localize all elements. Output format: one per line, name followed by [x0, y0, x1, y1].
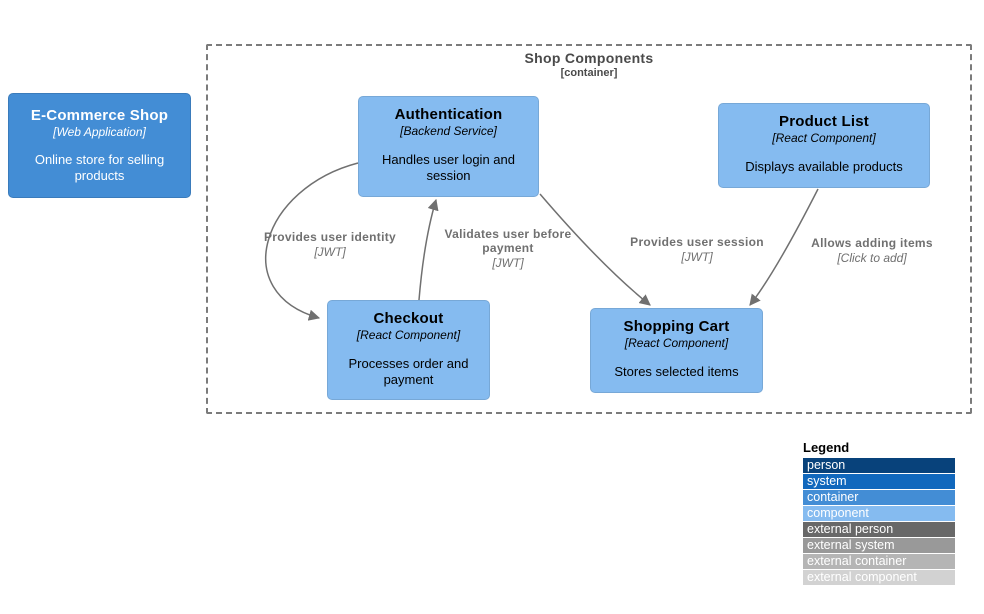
node-type: [React Component] — [624, 336, 729, 350]
legend-item-external-container: external container — [803, 554, 955, 569]
legend-item-container: container — [803, 490, 955, 505]
legend-item-external-person: external person — [803, 522, 955, 537]
legend-title: Legend — [803, 440, 850, 455]
node-title: Checkout — [373, 310, 444, 327]
node-type: [Web Application] — [53, 125, 146, 139]
node-description: Handles user login and session — [382, 152, 515, 184]
node-title: E-Commerce Shop — [30, 107, 169, 124]
legend: Legend person system container component… — [803, 440, 963, 586]
node-title: Shopping Cart — [623, 318, 730, 335]
legend-item-external-component: external component — [803, 570, 955, 585]
node-description: Displays available products — [745, 159, 903, 174]
node-checkout[interactable]: Checkout [React Component] Processes ord… — [327, 300, 490, 400]
node-title: Authentication — [394, 106, 503, 123]
node-ecommerce-shop[interactable]: E-Commerce Shop [Web Application] Online… — [8, 93, 191, 198]
node-title: Product List — [779, 113, 869, 130]
node-description: Online store for selling products — [34, 152, 165, 184]
node-type: [React Component] — [356, 328, 461, 342]
legend-item-person: person — [803, 458, 955, 473]
node-authentication[interactable]: Authentication [Backend Service] Handles… — [358, 96, 539, 197]
node-description: Stores selected items — [614, 364, 739, 379]
boundary-shop-components: Shop Components [container] — [206, 44, 972, 414]
node-shopping-cart[interactable]: Shopping Cart [React Component] Stores s… — [590, 308, 763, 393]
legend-item-component: component — [803, 506, 955, 521]
legend-item-system: system — [803, 474, 955, 489]
legend-item-external-system: external system — [803, 538, 955, 553]
boundary-name: Shop Components — [524, 50, 654, 66]
boundary-title: Shop Components [container] — [208, 50, 970, 79]
node-description: Processes order and payment — [348, 356, 469, 388]
node-type: [Backend Service] — [400, 124, 497, 138]
node-type: [React Component] — [772, 131, 876, 145]
node-product-list[interactable]: Product List [React Component] Displays … — [718, 103, 930, 188]
boundary-type: [container] — [560, 67, 618, 79]
